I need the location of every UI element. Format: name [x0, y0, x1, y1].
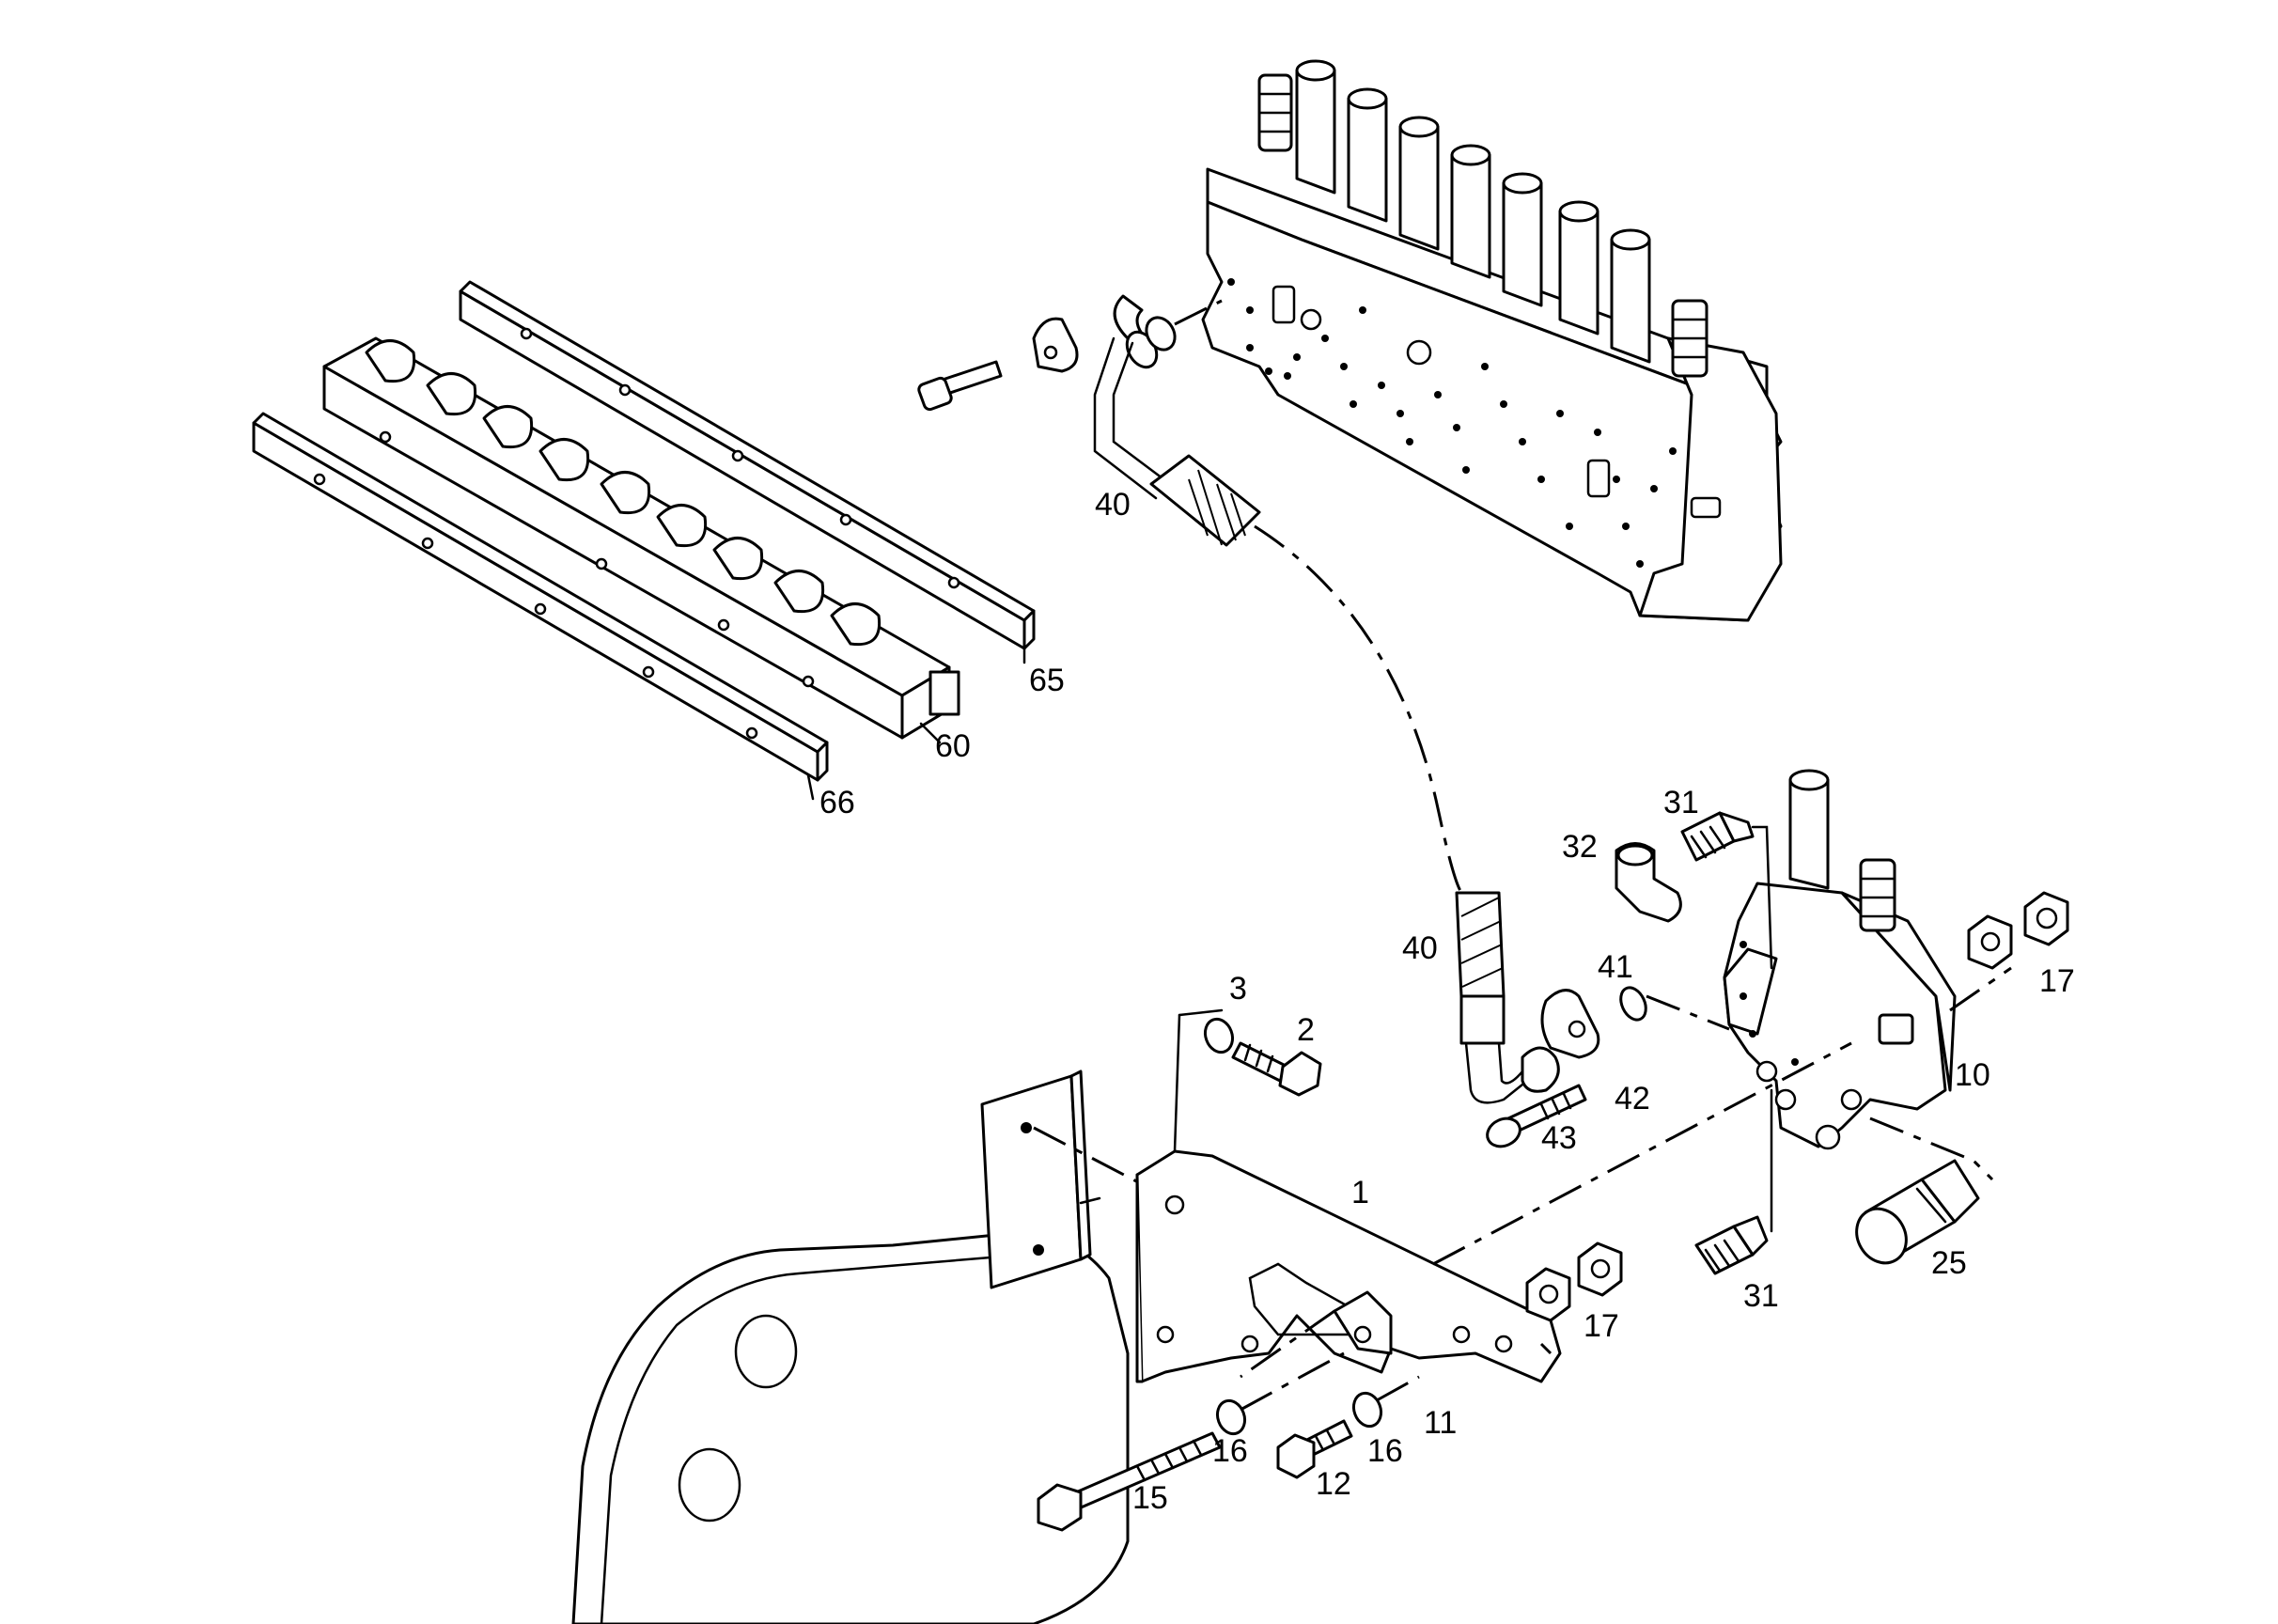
nut-17-lower-a [1525, 1267, 1571, 1322]
label-1: 1 [1351, 1175, 1369, 1210]
label-42: 42 [1615, 1081, 1650, 1116]
label-11: 11 [1424, 1405, 1457, 1441]
bolt-2 [1231, 1041, 1322, 1097]
spacer-plate [980, 1070, 1101, 1289]
label-41: 41 [1598, 949, 1633, 985]
clamp-rail-assembly [252, 280, 1036, 801]
label-16b: 16 [1367, 1433, 1403, 1469]
washer-3 [1203, 1017, 1235, 1054]
label-25: 25 [1931, 1245, 1967, 1281]
upper-o-ring [1145, 316, 1177, 351]
fitting-31-lower [1694, 1215, 1769, 1275]
screw-43 [1486, 1084, 1587, 1148]
rail-66 [252, 412, 829, 782]
nut-17-right-a [1967, 914, 2013, 970]
nut-17-lower-b [1577, 1241, 1623, 1297]
o-ring-41 [1619, 986, 1647, 1022]
label-32: 32 [1562, 829, 1598, 865]
label-31b: 31 [1743, 1278, 1779, 1314]
label-17b: 17 [1584, 1308, 1619, 1344]
label-40a: 40 [1095, 487, 1131, 523]
washer-16-b [1351, 1391, 1383, 1429]
label-60: 60 [935, 728, 971, 764]
label-43: 43 [1541, 1120, 1577, 1156]
label-15: 15 [1132, 1480, 1168, 1516]
clamp-block-60 [322, 336, 960, 740]
flange-half-42 [1540, 989, 1600, 1059]
valve-face-holes [1227, 278, 1677, 568]
label-66: 66 [819, 785, 855, 820]
fitting-32-elbow [1615, 842, 1682, 923]
section-valve-10 [1723, 769, 1957, 1150]
solenoid-stack [1257, 59, 1708, 378]
label-10: 10 [1955, 1057, 1990, 1093]
rail-65 [459, 280, 1036, 650]
callout-labels: 1 2 3 10 11 12 15 16 16 17 17 25 31 31 3… [819, 487, 2075, 1516]
bolt-15 [1037, 1431, 1222, 1532]
hose-40 [1093, 294, 1560, 1104]
washer-16-a [1215, 1398, 1247, 1436]
label-65: 65 [1029, 663, 1065, 698]
plug-25 [1855, 1159, 1980, 1265]
label-31a: 31 [1663, 785, 1699, 820]
label-3: 3 [1229, 971, 1247, 1007]
bracket-1 [1135, 1008, 1562, 1383]
mounting-plate [571, 1210, 1130, 1624]
label-2: 2 [1297, 1012, 1315, 1048]
bolt-12 [1276, 1419, 1353, 1479]
label-40b: 40 [1402, 930, 1438, 966]
upper-flange-clamp [917, 317, 1079, 412]
nut-17-right-b [2023, 891, 2069, 946]
label-12: 12 [1316, 1466, 1351, 1502]
label-16a: 16 [1212, 1433, 1248, 1469]
label-17a: 17 [2039, 963, 2075, 999]
control-valve-block [1201, 59, 1783, 622]
fitting-31-upper [1680, 811, 1755, 862]
